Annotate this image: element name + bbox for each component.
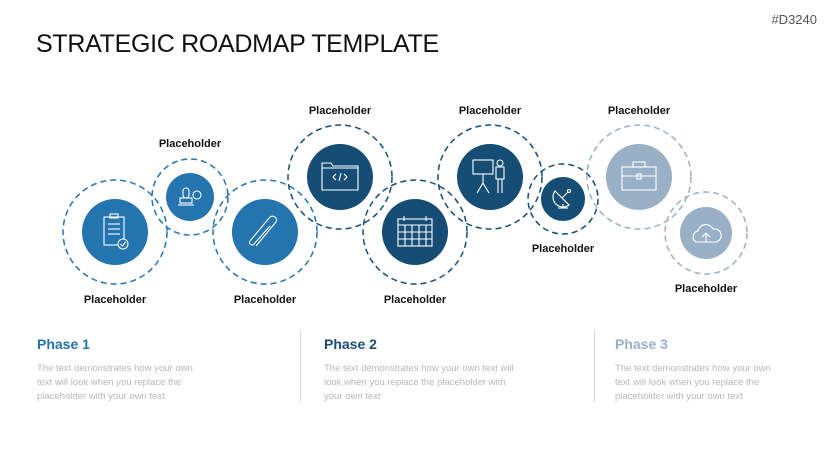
template-code: #D3240 <box>771 12 817 27</box>
phase-description: The text demonstrates how your own text … <box>37 363 193 402</box>
milestone-label: Placeholder <box>309 105 372 117</box>
phase-1: Phase 1 The text demonstrates how your o… <box>37 336 237 404</box>
presentation-icon <box>472 159 505 194</box>
paperclip-icon <box>248 215 277 247</box>
divider <box>300 330 301 402</box>
milestone-ring-4 <box>287 124 393 230</box>
milestone-ring-9 <box>664 191 748 275</box>
briefcase-icon <box>621 161 657 191</box>
milestone-ring-2 <box>151 158 229 236</box>
milestone-ring-7 <box>527 163 599 235</box>
milestone-8[interactable] <box>606 144 672 210</box>
phase-2: Phase 2 The text demonstrates how your o… <box>324 336 524 404</box>
satellite-dish-icon <box>552 188 572 209</box>
page-title: STRATEGIC ROADMAP TEMPLATE <box>36 30 439 58</box>
milestone-label: Placeholder <box>608 105 671 117</box>
milestone-label: Placeholder <box>384 294 447 306</box>
cloud-upload-icon <box>692 224 722 243</box>
milestone-ring-8 <box>586 124 692 230</box>
milestone-ring-1 <box>62 179 168 285</box>
phase-title: Phase 2 <box>324 336 377 352</box>
phase-title: Phase 1 <box>37 336 90 352</box>
milestone-1[interactable] <box>82 199 148 265</box>
phase-description: The text demonstrates how your own text … <box>615 363 771 402</box>
milestone-ring-3 <box>212 179 318 285</box>
milestone-label: Placeholder <box>675 283 738 295</box>
code-folder-icon <box>321 162 359 191</box>
milestone-label: Placeholder <box>459 105 522 117</box>
milestone-2[interactable] <box>166 173 214 221</box>
clipboard-check-icon <box>103 213 129 250</box>
milestone-6[interactable] <box>457 144 523 210</box>
calendar-icon <box>397 216 433 247</box>
divider <box>594 330 595 402</box>
milestone-label: Placeholder <box>532 243 595 255</box>
milestone-label: Placeholder <box>234 294 297 306</box>
phase-title: Phase 3 <box>615 336 668 352</box>
milestone-ring-5 <box>362 179 468 285</box>
phase-description: The text demonstrates how your own text … <box>324 363 514 402</box>
milestone-ring-6 <box>437 124 543 230</box>
milestone-label: Placeholder <box>84 294 147 306</box>
stamp-icon <box>178 187 202 206</box>
phase-3: Phase 3 The text demonstrates how your o… <box>615 336 815 404</box>
milestone-label: Placeholder <box>159 138 222 150</box>
